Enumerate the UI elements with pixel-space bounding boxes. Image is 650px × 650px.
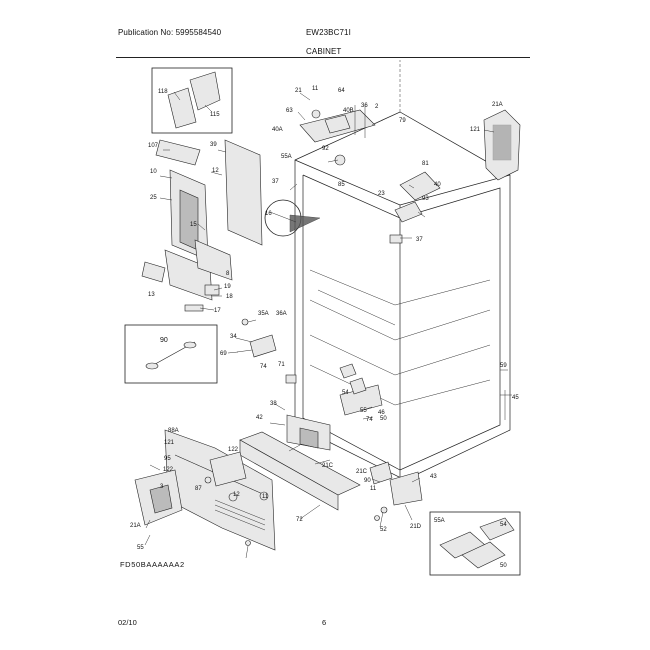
callout-16: 16 xyxy=(265,211,272,217)
callout-90: 90 xyxy=(160,337,168,344)
lower-left-panel xyxy=(134,429,276,551)
callout-55-mid: 55 xyxy=(360,408,367,414)
callout-115: 115 xyxy=(210,112,220,118)
callout-64: 64 xyxy=(338,88,345,94)
publication-number: Publication No: 5995584540 xyxy=(118,28,222,37)
callout-21: 21 xyxy=(295,88,302,94)
callout-121-top: 121 xyxy=(470,127,481,133)
callout-107: 107 xyxy=(148,143,159,149)
callout-72: 72 xyxy=(296,517,303,523)
callout-122-a: 122 xyxy=(228,447,239,453)
callout-63: 63 xyxy=(286,108,293,114)
callout-39: 39 xyxy=(210,142,217,148)
callout-71: 71 xyxy=(278,362,285,368)
callout-11: 11 xyxy=(312,86,319,92)
callout-19: 19 xyxy=(224,284,231,290)
callout-18: 18 xyxy=(226,294,233,300)
callout-40b: 40B xyxy=(343,108,354,114)
model-number: EW23BC71I xyxy=(306,28,351,37)
callout-85: 85 xyxy=(338,182,345,188)
callout-15: 15 xyxy=(190,222,197,228)
callout-37-mid: 37 xyxy=(416,237,423,243)
detail-box-top-left xyxy=(151,67,233,134)
callout-10: 10 xyxy=(150,169,157,175)
callout-43: 43 xyxy=(430,474,437,480)
callout-21a-bottom: 21A xyxy=(130,523,141,529)
right-side-marks xyxy=(500,369,512,420)
callout-74-left: 74 xyxy=(260,364,267,370)
callout-88a: 88A xyxy=(168,428,179,434)
callout-42: 42 xyxy=(256,415,263,421)
callout-36: 36 xyxy=(361,103,368,109)
callout-11-bottom: 11 xyxy=(262,494,269,500)
callout-38: 38 xyxy=(270,401,277,407)
callout-2: 2 xyxy=(375,104,379,110)
callout-21c-b: 21C xyxy=(356,469,368,475)
top-hinge-assembly xyxy=(299,105,441,244)
diagram-code: FD50BAAAAAA2 xyxy=(120,560,185,569)
callout-34: 34 xyxy=(230,334,237,340)
callout-55-bottom: 55 xyxy=(137,545,144,551)
callout-95: 95 xyxy=(164,456,171,462)
callout-13: 13 xyxy=(148,292,155,298)
callout-3: 3 xyxy=(160,484,164,490)
header-rule xyxy=(116,57,530,58)
callout-121: 121 xyxy=(164,440,175,446)
callout-45: 45 xyxy=(512,395,519,401)
callout-81: 81 xyxy=(422,161,429,167)
detail-box-probe xyxy=(124,324,218,384)
callout-12: 12 xyxy=(212,168,219,174)
evaporator-cover xyxy=(141,139,263,312)
callout-52: 52 xyxy=(380,527,387,533)
middle-hardware xyxy=(236,318,383,416)
callout-21d: 21D xyxy=(410,524,422,530)
callout-90-bottom: 90 xyxy=(364,478,371,484)
callout-59: 59 xyxy=(500,363,507,369)
leader-lines xyxy=(144,91,495,559)
top-right-bracket xyxy=(483,109,521,181)
callout-54-bottom: 54 xyxy=(500,522,507,528)
callout-40a: 40A xyxy=(272,127,283,133)
toe-grille xyxy=(239,431,361,511)
callout-40: 40 xyxy=(434,182,441,188)
callout-36a: 36A xyxy=(276,311,287,317)
callout-87: 87 xyxy=(195,486,202,492)
callout-79: 79 xyxy=(399,118,406,124)
callout-92: 92 xyxy=(322,146,329,152)
callout-69: 69 xyxy=(220,351,227,357)
callout-21c-a: 21C xyxy=(322,463,334,469)
callout-8: 8 xyxy=(226,271,230,277)
page-number: 6 xyxy=(322,618,327,627)
callout-21a-top: 21A xyxy=(492,102,503,108)
section-title: CABINET xyxy=(306,47,342,56)
callout-54-mid: 54 xyxy=(342,390,349,396)
footer-date: 02/10 xyxy=(118,618,137,627)
callout-11-lower: 11 xyxy=(370,486,377,492)
bottom-hinge-assembly xyxy=(286,414,423,521)
callout-23: 23 xyxy=(378,191,385,197)
callout-55a-bottom: 55A xyxy=(434,518,445,524)
callout-17: 17 xyxy=(214,308,221,314)
callout-55a: 55A xyxy=(281,154,292,160)
callout-50-mid: 50 xyxy=(380,416,387,422)
callout-12-bottom: 12 xyxy=(233,492,240,498)
detail-box-bottom-right xyxy=(429,511,521,576)
detail-magnifier xyxy=(264,199,321,237)
callout-labels: 118 115 107 39 10 12 25 16 15 8 13 17 18… xyxy=(130,86,519,569)
callout-93: 93 xyxy=(422,196,429,202)
callout-37-top: 37 xyxy=(272,179,279,185)
callout-46: 46 xyxy=(378,410,385,416)
callout-74-right: 74 xyxy=(366,417,373,423)
callout-25: 25 xyxy=(150,195,157,201)
callout-122-b: 122 xyxy=(163,467,174,473)
callout-35a: 35A xyxy=(258,311,269,317)
callout-50-bottom: 50 xyxy=(500,563,507,569)
callout-118: 118 xyxy=(158,89,168,95)
